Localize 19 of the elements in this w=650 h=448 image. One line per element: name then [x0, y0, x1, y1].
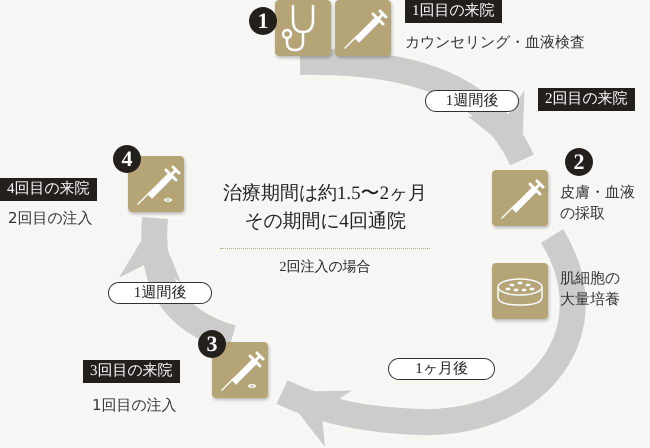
cycle-arrow	[300, 49, 534, 166]
visit-label: 2回目の来院	[538, 88, 634, 111]
visit-label: 4回目の来院	[0, 178, 96, 201]
step-number: 4	[113, 145, 141, 173]
visit-label: 3回目の来院	[83, 360, 180, 383]
step-number: 1	[249, 7, 277, 35]
summary-note: 2回注入の場合	[278, 258, 372, 276]
cycle-arrow	[276, 230, 586, 446]
visit-label: 1回目の来院	[405, 0, 502, 23]
step-description: カウンセリング・血液検査	[405, 32, 585, 53]
edge-label: 1週間後	[108, 282, 212, 304]
step-description: 皮膚・血液の採取	[560, 182, 636, 224]
step-number: 2	[565, 148, 593, 176]
step-description: 1回目の注入	[92, 395, 177, 416]
step-description: 2回目の注入	[8, 208, 93, 229]
step-description: 肌細胞の大量培養	[560, 268, 621, 310]
edge-label: 1週間後	[425, 90, 519, 112]
edge-label: 1ヶ月後	[388, 358, 495, 380]
summary-heading: 治療期間は約1.5〜2ヶ月その期間に4回通院	[222, 182, 428, 234]
